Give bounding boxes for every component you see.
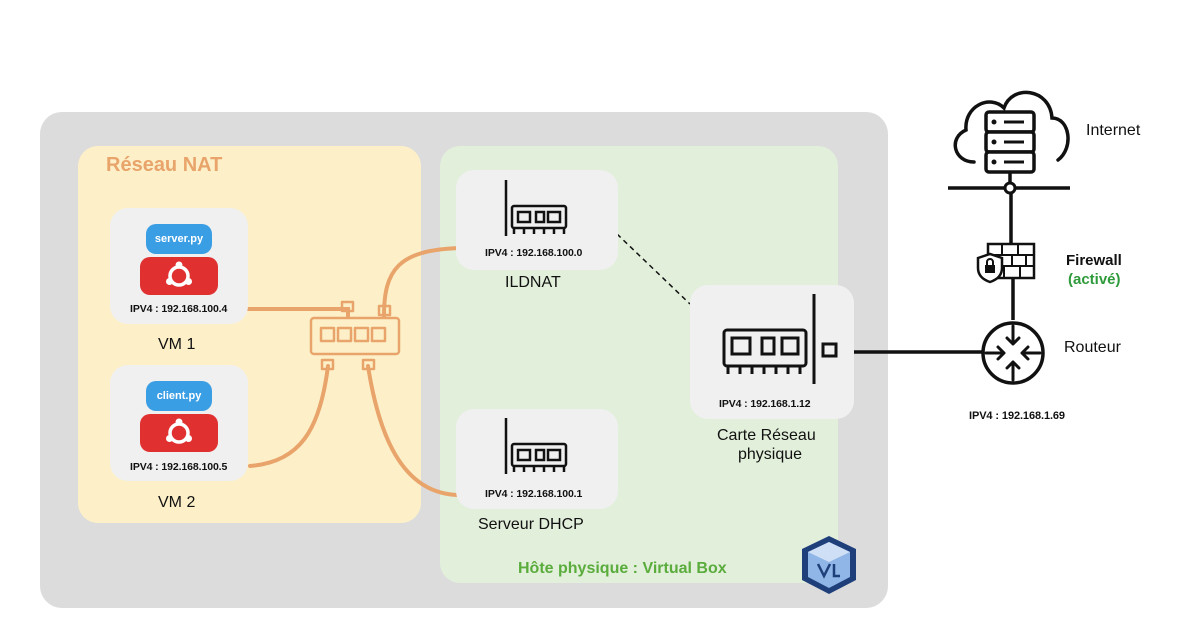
cable-switch-ildnat bbox=[382, 246, 462, 318]
firewall-icon bbox=[976, 242, 1036, 284]
physical-nic-ip: IPV4 : 192.168.1.12 bbox=[719, 398, 811, 410]
router-label: Routeur bbox=[1064, 339, 1121, 356]
network-card-icon bbox=[504, 180, 568, 236]
cable-vm1-switch bbox=[243, 307, 350, 318]
network-switch-icon bbox=[309, 300, 401, 371]
vm2-ip: IPV4 : 192.168.100.5 bbox=[130, 461, 228, 473]
physical-nic-name-line2: physique bbox=[738, 446, 803, 463]
cable-switch-dhcp bbox=[366, 364, 462, 497]
link-ildnat-nic bbox=[616, 233, 691, 305]
vm2-name: VM 2 bbox=[158, 494, 196, 511]
vm2-script-badge: client.py bbox=[146, 381, 212, 411]
internet-label: Internet bbox=[1086, 122, 1141, 139]
firewall-status: (activé) bbox=[1068, 271, 1121, 288]
dhcp-name: Serveur DHCP bbox=[478, 516, 584, 533]
ildnat-ip: IPV4 : 192.168.100.0 bbox=[485, 247, 583, 259]
physical-nic-name-line1: Carte Réseau bbox=[717, 427, 816, 444]
dhcp-ip: IPV4 : 192.168.100.1 bbox=[485, 488, 583, 500]
firewall-label: Firewall bbox=[1066, 252, 1122, 269]
vm1-ubuntu-badge bbox=[140, 257, 218, 295]
router-icon bbox=[981, 321, 1045, 385]
network-card-icon bbox=[722, 294, 838, 384]
vm1-script-badge: server.py bbox=[146, 224, 212, 254]
ildnat-name: ILDNAT bbox=[505, 274, 561, 291]
vm1-ip: IPV4 : 192.168.100.4 bbox=[130, 303, 228, 315]
virtualbox-logo-icon bbox=[802, 536, 856, 594]
ubuntu-logo-icon bbox=[166, 261, 192, 287]
internet-cloud-icon bbox=[948, 90, 1070, 195]
router-ip: IPV4 : 192.168.1.69 bbox=[969, 410, 1065, 422]
vm2-ubuntu-badge bbox=[140, 414, 218, 452]
virtualbox-title: Hôte physique : Virtual Box bbox=[518, 560, 727, 577]
network-card-icon bbox=[504, 418, 568, 474]
vm1-name: VM 1 bbox=[158, 336, 196, 353]
physical-nic-card bbox=[690, 285, 854, 419]
ubuntu-logo-icon bbox=[166, 418, 192, 444]
nat-network-title: Réseau NAT bbox=[106, 154, 223, 176]
cable-vm2-switch bbox=[248, 364, 330, 468]
